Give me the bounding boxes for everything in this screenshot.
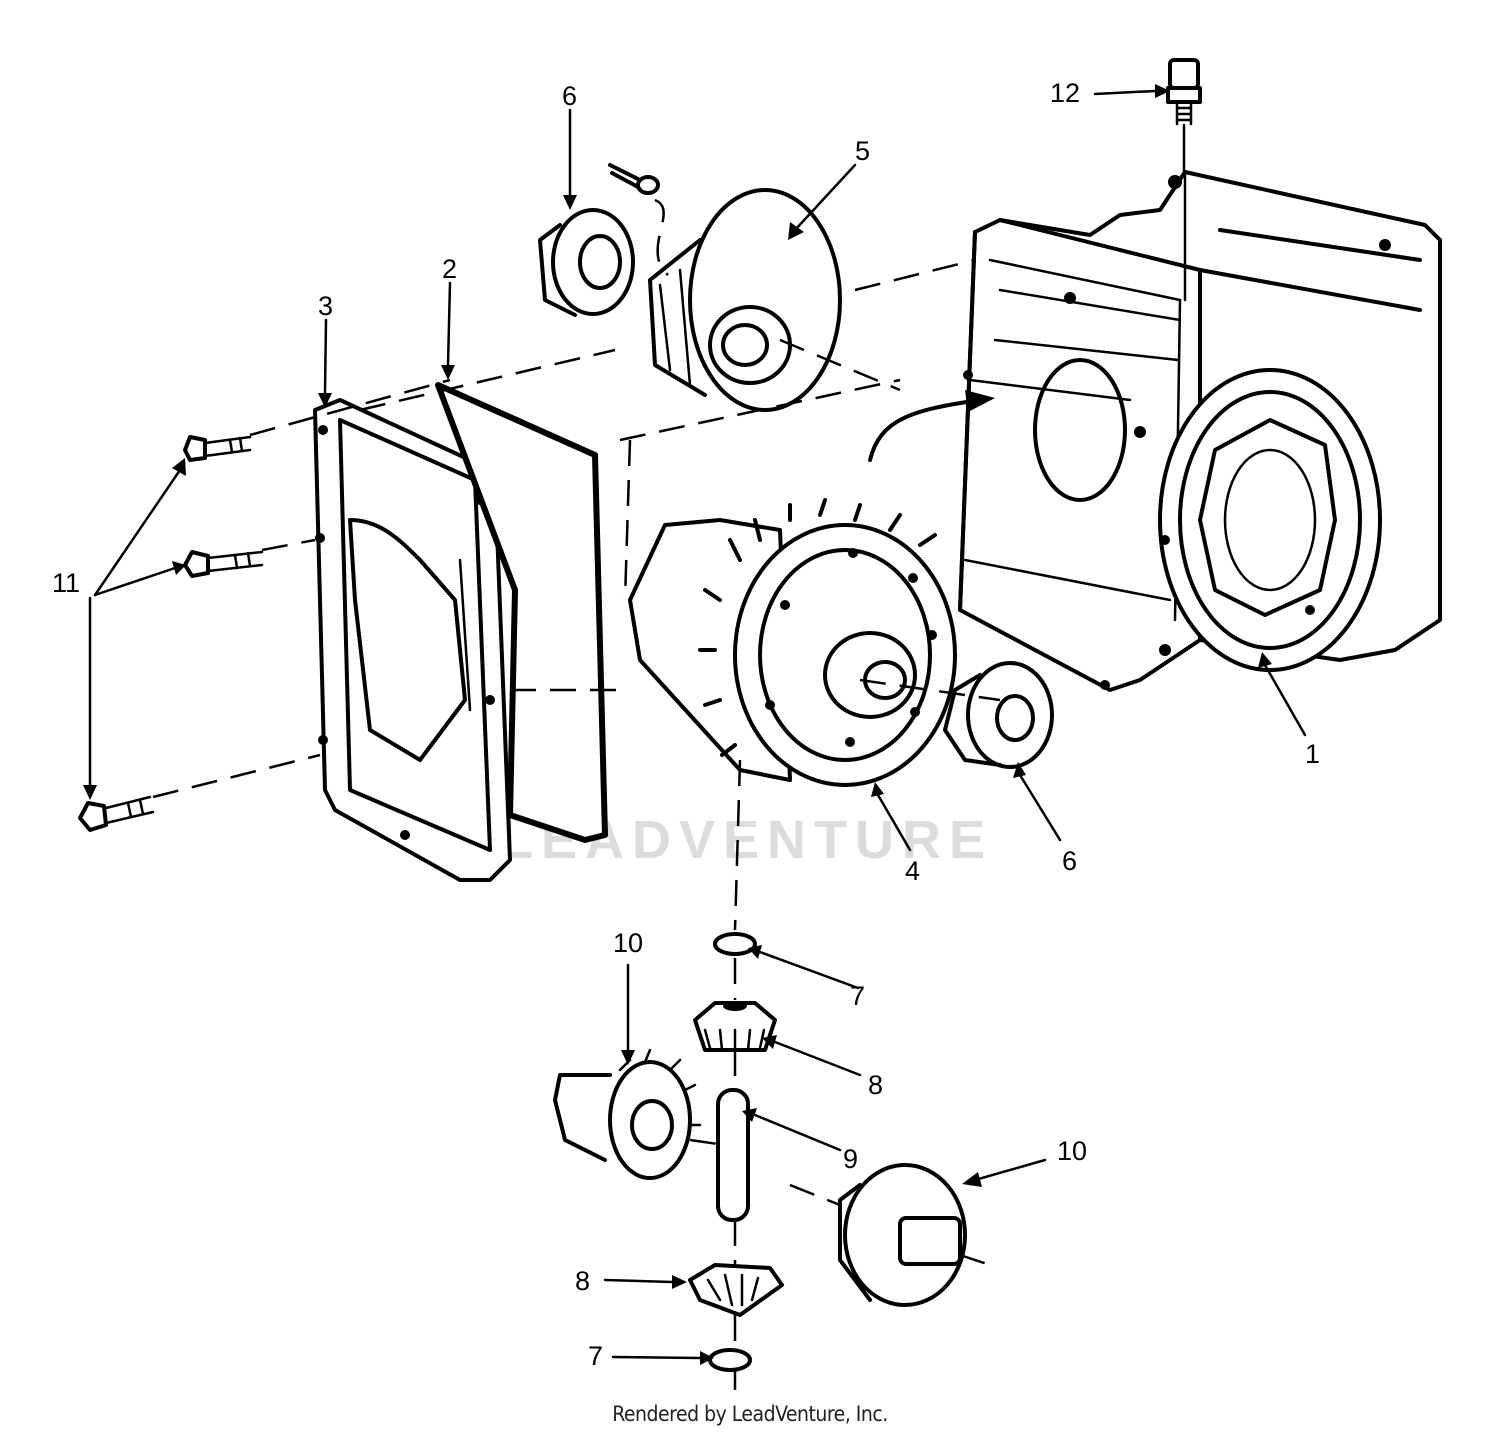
callout-1: 1 (1305, 739, 1320, 769)
callout-6-top: 6 (562, 81, 577, 111)
part-7-ring-top (713, 932, 757, 956)
part-2-gasket (435, 382, 608, 843)
callout-7-bottom: 7 (588, 1341, 603, 1371)
callout-4: 4 (905, 856, 920, 886)
callout-10-left: 10 (613, 928, 643, 958)
callout-8-top: 8 (868, 1070, 883, 1100)
part-10-side-gear-right (838, 1163, 967, 1307)
assembly-arrow (868, 398, 982, 462)
callout-leaders (83, 84, 1307, 1365)
part-8-pinion-top (693, 1001, 777, 1052)
assembly-lines (152, 258, 1001, 1390)
part-7-ring-bottom (708, 1348, 752, 1372)
footer-credit: Rendered by LeadVenture, Inc. (612, 1402, 888, 1426)
callout-7-top: 7 (850, 981, 865, 1011)
part-10-side-gear-left (553, 1048, 702, 1180)
callout-5: 5 (855, 136, 870, 166)
part-12-breather (1166, 58, 1202, 174)
callout-8-bottom: 8 (575, 1266, 590, 1296)
callout-12: 12 (1050, 78, 1080, 108)
part-1-housing (958, 170, 1442, 692)
part-6-bearing-lower (943, 661, 1054, 769)
callout-11: 11 (52, 568, 80, 598)
callout-9: 9 (843, 1144, 858, 1174)
part-3-cover (313, 398, 512, 882)
part-8-pinion-bottom (688, 1263, 784, 1317)
part-11-bolts (78, 435, 264, 832)
part-6-bearing-top (538, 208, 635, 317)
part-9-pin (716, 1088, 750, 1222)
callout-numbers: 1 2 3 4 5 6 6 7 7 8 8 9 10 10 11 12 (52, 78, 1320, 1371)
callout-2: 2 (442, 254, 457, 284)
callout-6-lower: 6 (1062, 846, 1077, 876)
callout-3: 3 (318, 291, 333, 321)
callout-10-right: 10 (1057, 1136, 1087, 1166)
part-4-gear (628, 498, 957, 787)
part-5-carrier (608, 163, 842, 412)
